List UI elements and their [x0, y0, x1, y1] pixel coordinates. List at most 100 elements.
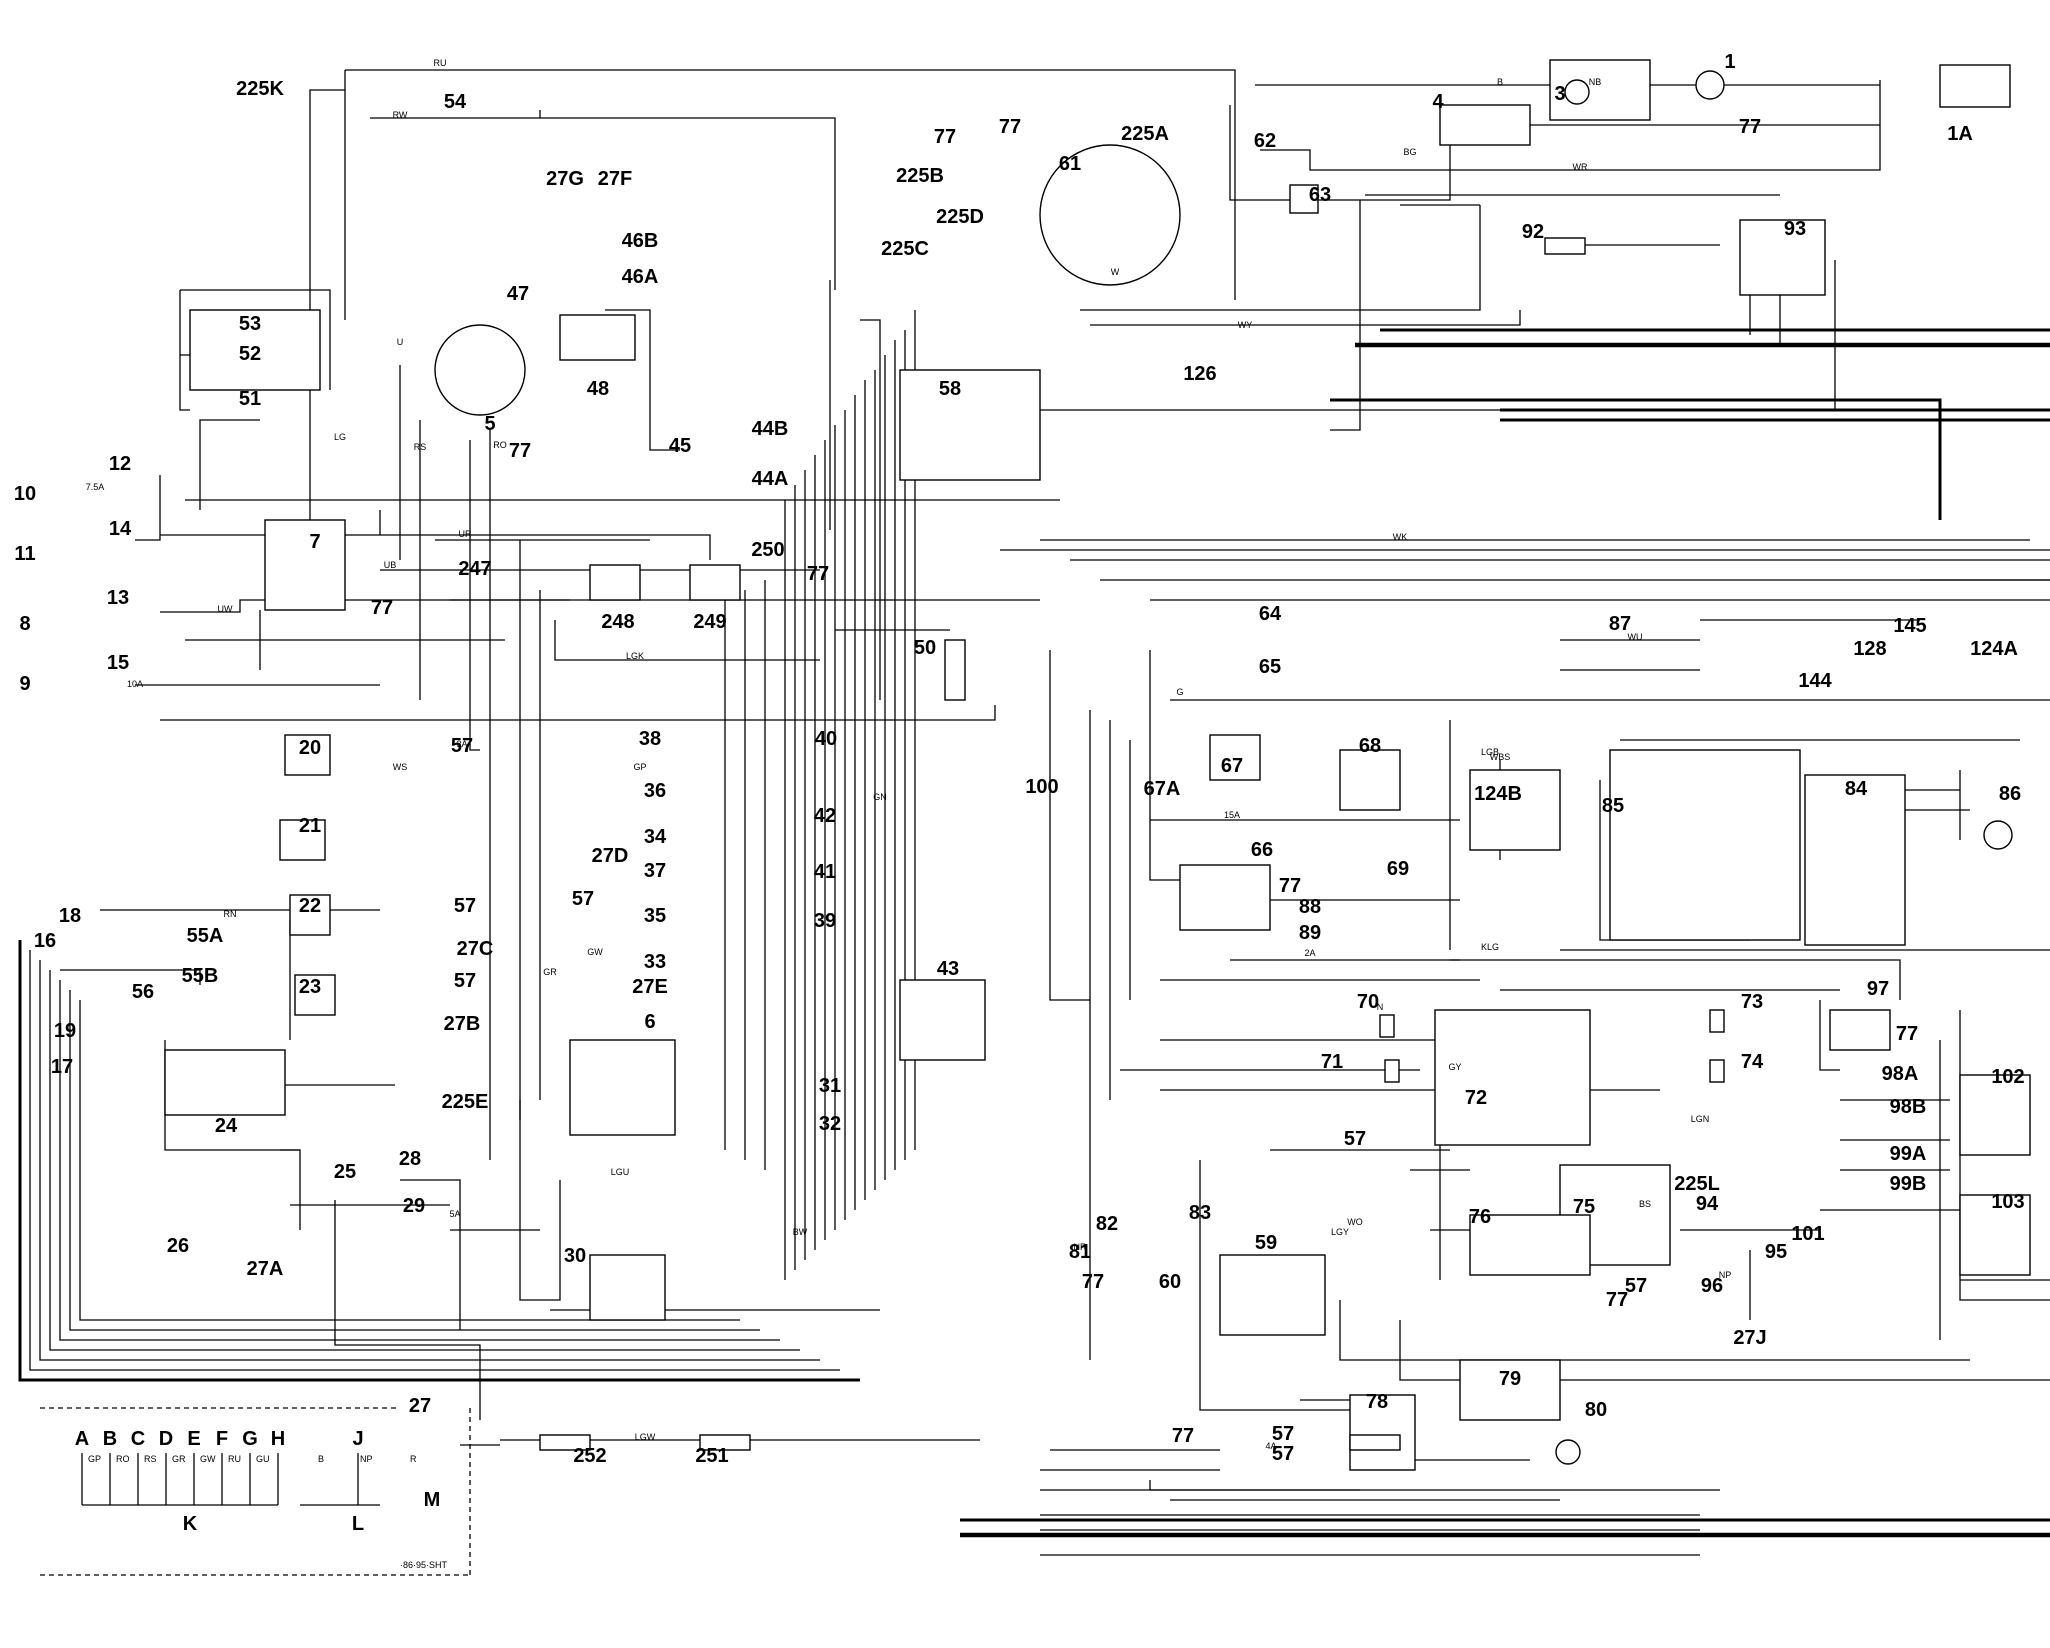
motor-86: [1983, 820, 2013, 850]
component-label: 27A: [247, 1258, 284, 1280]
component-label: 44A: [752, 468, 789, 490]
wire-code-label: UB: [384, 560, 397, 570]
component-label: 13: [107, 587, 129, 609]
wire-code-label: WO: [1347, 1217, 1363, 1227]
wire-code-label: WR: [1573, 162, 1588, 172]
component-label: 225L: [1674, 1173, 1720, 1195]
component-label: 94: [1696, 1193, 1719, 1215]
component-label: 225E: [442, 1091, 489, 1113]
component-label: 4: [1432, 91, 1444, 113]
component-label: 98B: [1890, 1096, 1927, 1118]
wire: [199, 419, 260, 510]
lamp-icon-1: [1695, 70, 1725, 100]
wire-ru: [345, 69, 1236, 300]
wire-layer: [18, 69, 2050, 1556]
wire-code-label: RS: [414, 442, 427, 452]
component-label: 64: [1259, 603, 1282, 625]
wire-code-label: B: [1497, 77, 1503, 87]
component-label: 83: [1189, 1202, 1211, 1224]
component-label: 61: [1059, 153, 1081, 175]
component-label: 87: [1609, 613, 1631, 635]
wire-code-label: 10A: [127, 679, 143, 689]
component-label: 46B: [622, 230, 659, 252]
component-label: 77: [807, 563, 829, 585]
component-label: 84: [1845, 778, 1868, 800]
component-label: 72: [1465, 1087, 1487, 1109]
switch-6: [569, 1039, 676, 1136]
relay-24: [164, 1049, 286, 1116]
component-label: 15: [107, 652, 129, 674]
component-label: 42: [814, 805, 836, 827]
component-label: 124A: [1970, 638, 2018, 660]
wire-code-label: RW: [393, 110, 408, 120]
component-label: 18: [59, 905, 81, 927]
wire-b: [180, 289, 331, 390]
component-label: 5: [484, 413, 495, 435]
relay-97: [1829, 1009, 1891, 1051]
wire-code-label: U: [397, 337, 404, 347]
component-label: 27C: [457, 938, 494, 960]
component-label: 27F: [598, 168, 632, 190]
component-label: 98A: [1882, 1063, 1919, 1085]
component-label: 89: [1299, 922, 1321, 944]
relay-124b: [1469, 769, 1561, 851]
switch-22: [289, 894, 331, 936]
component-label: 95: [1765, 1241, 1787, 1263]
relay-box-1a: [1939, 64, 2011, 108]
component-label: 100: [1025, 776, 1058, 798]
component-label: 28: [399, 1148, 421, 1170]
component-label: 8: [19, 613, 30, 635]
component-label: 77: [1172, 1425, 1194, 1447]
wire-code-label: NR: [1074, 1242, 1087, 1252]
wire-code-label: RO: [493, 440, 507, 450]
component-label: 53: [239, 313, 261, 335]
component-label: 85: [1602, 795, 1624, 817]
component-label: 7: [309, 531, 320, 553]
component-label: 69: [1387, 858, 1409, 880]
legend-pin-code: GW: [200, 1454, 216, 1464]
wire-bg: [1260, 149, 1350, 171]
component-label: 225C: [881, 238, 929, 260]
component-label: 27J: [1733, 1327, 1766, 1349]
component-label: 80: [1585, 1399, 1607, 1421]
component-76: [1469, 1214, 1591, 1276]
component-label: 45: [669, 435, 691, 457]
wire-lgk: [554, 620, 820, 661]
component-label: 65: [1259, 656, 1281, 678]
component-label: 68: [1359, 735, 1381, 757]
wire-bg: [1330, 200, 1361, 431]
component-label: 77: [371, 597, 393, 619]
component-label: 57: [1344, 1128, 1366, 1150]
component-label: 20: [299, 737, 321, 759]
fuse-251: [699, 1434, 751, 1451]
component-label: 57: [454, 970, 476, 992]
relay-48: [559, 314, 636, 361]
component-label: 77: [1896, 1023, 1918, 1045]
relay-58: [899, 369, 1041, 481]
wire-rw: [370, 117, 836, 290]
component-label: 225D: [936, 206, 984, 228]
component-label: 34: [644, 826, 667, 848]
wire-code-label: N: [1377, 1002, 1384, 1012]
component-label: 60: [1159, 1271, 1181, 1293]
wire-code-label: WS: [393, 762, 408, 772]
harness-line: [1330, 398, 1942, 520]
component-label: 248: [601, 611, 634, 633]
component-label: 249: [693, 611, 726, 633]
component-label: 76: [1469, 1206, 1491, 1228]
component-label: 39: [814, 910, 836, 932]
legend-pin-code: GU: [256, 1454, 270, 1464]
wire-bw: [334, 1200, 481, 1420]
component-63: [1289, 184, 1319, 214]
component-label: 24: [215, 1115, 238, 1137]
component-label: 73: [1741, 991, 1763, 1013]
wire-by: [280, 1149, 301, 1230]
wire-code-label: NB: [1589, 77, 1602, 87]
component-label: 17: [51, 1056, 73, 1078]
component-label: 21: [299, 815, 321, 837]
wire-code-label: RN: [224, 909, 237, 919]
wire-code-label: WU: [1628, 632, 1643, 642]
legend-pin-code: GP: [88, 1454, 101, 1464]
component-label: 44B: [752, 418, 789, 440]
